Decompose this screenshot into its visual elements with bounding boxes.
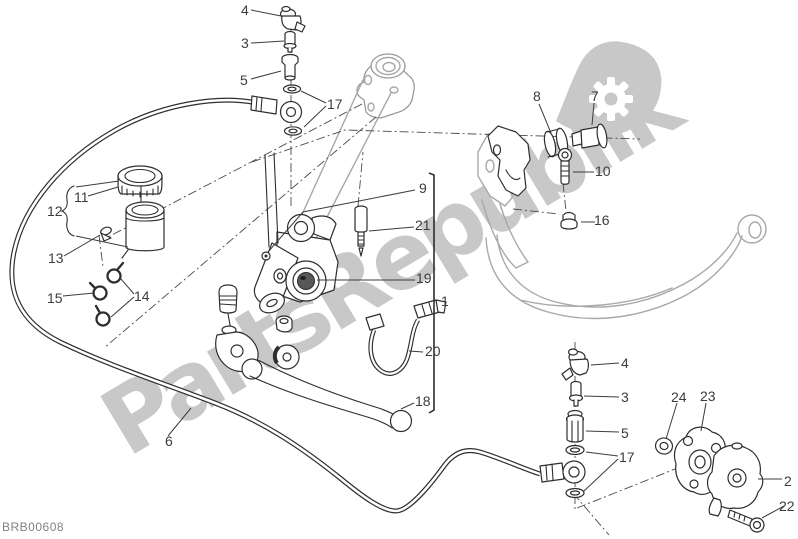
callout-11: 11 xyxy=(74,189,89,205)
callout-19: 19 xyxy=(416,270,432,286)
leader-lines xyxy=(62,9,785,519)
callout-5-bottom: 5 xyxy=(621,425,629,441)
callout-5-top: 5 xyxy=(240,72,248,88)
reservoir-drawing xyxy=(60,165,165,259)
callout-23: 23 xyxy=(700,388,716,404)
callout-22: 22 xyxy=(779,498,795,514)
callout-9: 9 xyxy=(419,180,427,196)
callout-21: 21 xyxy=(415,217,431,233)
slave-cylinder-drawing xyxy=(654,426,765,533)
callout-2: 2 xyxy=(784,473,792,489)
callout-18: 18 xyxy=(415,393,431,409)
clutch-lever-drawing xyxy=(215,325,413,433)
callout-6: 6 xyxy=(165,433,173,449)
callout-12: 12 xyxy=(47,203,63,219)
clutch-hose-drawing xyxy=(9,97,541,514)
callout-24: 24 xyxy=(671,389,687,405)
bracket-hardware-drawing xyxy=(487,123,608,230)
callout-7: 7 xyxy=(591,88,599,104)
callout-4-bottom: 4 xyxy=(621,355,629,371)
callout-4-top: 4 xyxy=(241,2,249,18)
gear-icon xyxy=(556,41,662,136)
callout-10: 10 xyxy=(595,163,611,179)
callout-15: 15 xyxy=(47,290,63,306)
master-cylinder-drawing xyxy=(218,152,368,333)
callout-1: 1 xyxy=(441,293,449,309)
hose-clips-drawing xyxy=(88,261,125,327)
callout-17-bottom: 17 xyxy=(619,449,635,465)
callout-17-top: 17 xyxy=(327,96,343,112)
callout-8: 8 xyxy=(533,88,541,104)
bottom-banjo-stack-drawing xyxy=(539,348,589,499)
callout-13: 13 xyxy=(48,250,64,266)
callout-20: 20 xyxy=(425,343,441,359)
callout-14: 14 xyxy=(134,288,150,304)
callout-3-top: 3 xyxy=(241,35,249,51)
callout-16: 16 xyxy=(594,212,610,228)
drawing-code: BRB00608 xyxy=(2,520,65,534)
top-banjo-stack-drawing xyxy=(250,5,306,136)
callout-3-bottom: 3 xyxy=(621,389,629,405)
assembly-bracket xyxy=(428,172,435,414)
